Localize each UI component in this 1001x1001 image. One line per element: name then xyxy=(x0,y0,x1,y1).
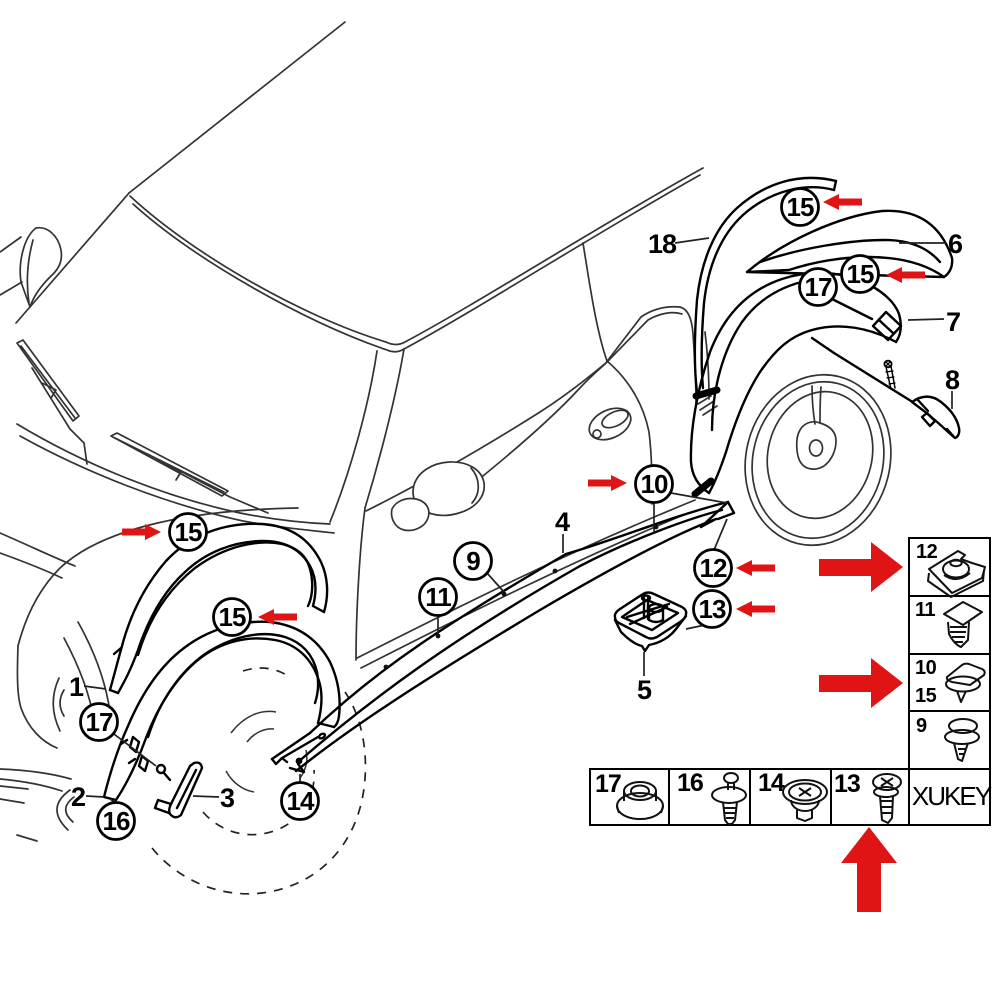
svg-text:13: 13 xyxy=(834,770,860,798)
svg-text:15: 15 xyxy=(847,259,874,289)
svg-text:17: 17 xyxy=(86,707,113,737)
svg-text:11: 11 xyxy=(915,599,936,621)
svg-text:10: 10 xyxy=(915,657,937,679)
svg-text:6: 6 xyxy=(948,229,963,259)
svg-text:15: 15 xyxy=(915,685,937,707)
svg-text:4: 4 xyxy=(555,507,570,537)
svg-text:16: 16 xyxy=(103,806,130,836)
svg-text:18: 18 xyxy=(648,229,677,259)
svg-text:2: 2 xyxy=(71,782,85,812)
svg-text:12: 12 xyxy=(700,553,727,583)
svg-text:9: 9 xyxy=(916,715,927,737)
svg-text:XUKEY: XUKEY xyxy=(912,781,992,811)
svg-text:17: 17 xyxy=(805,272,832,302)
svg-text:9: 9 xyxy=(466,546,480,576)
svg-text:10: 10 xyxy=(641,469,668,499)
svg-text:15: 15 xyxy=(175,517,202,547)
svg-text:16: 16 xyxy=(677,769,703,797)
svg-text:14: 14 xyxy=(758,769,785,797)
svg-text:12: 12 xyxy=(916,541,938,563)
svg-text:15: 15 xyxy=(219,602,246,632)
svg-text:15: 15 xyxy=(787,192,814,222)
svg-text:17: 17 xyxy=(595,770,621,798)
svg-text:11: 11 xyxy=(425,582,451,612)
svg-text:8: 8 xyxy=(945,365,960,395)
svg-text:14: 14 xyxy=(287,786,315,816)
svg-text:7: 7 xyxy=(946,307,960,337)
svg-text:13: 13 xyxy=(699,594,726,624)
svg-text:5: 5 xyxy=(637,675,652,705)
svg-text:3: 3 xyxy=(220,783,235,813)
svg-text:1: 1 xyxy=(69,672,84,702)
